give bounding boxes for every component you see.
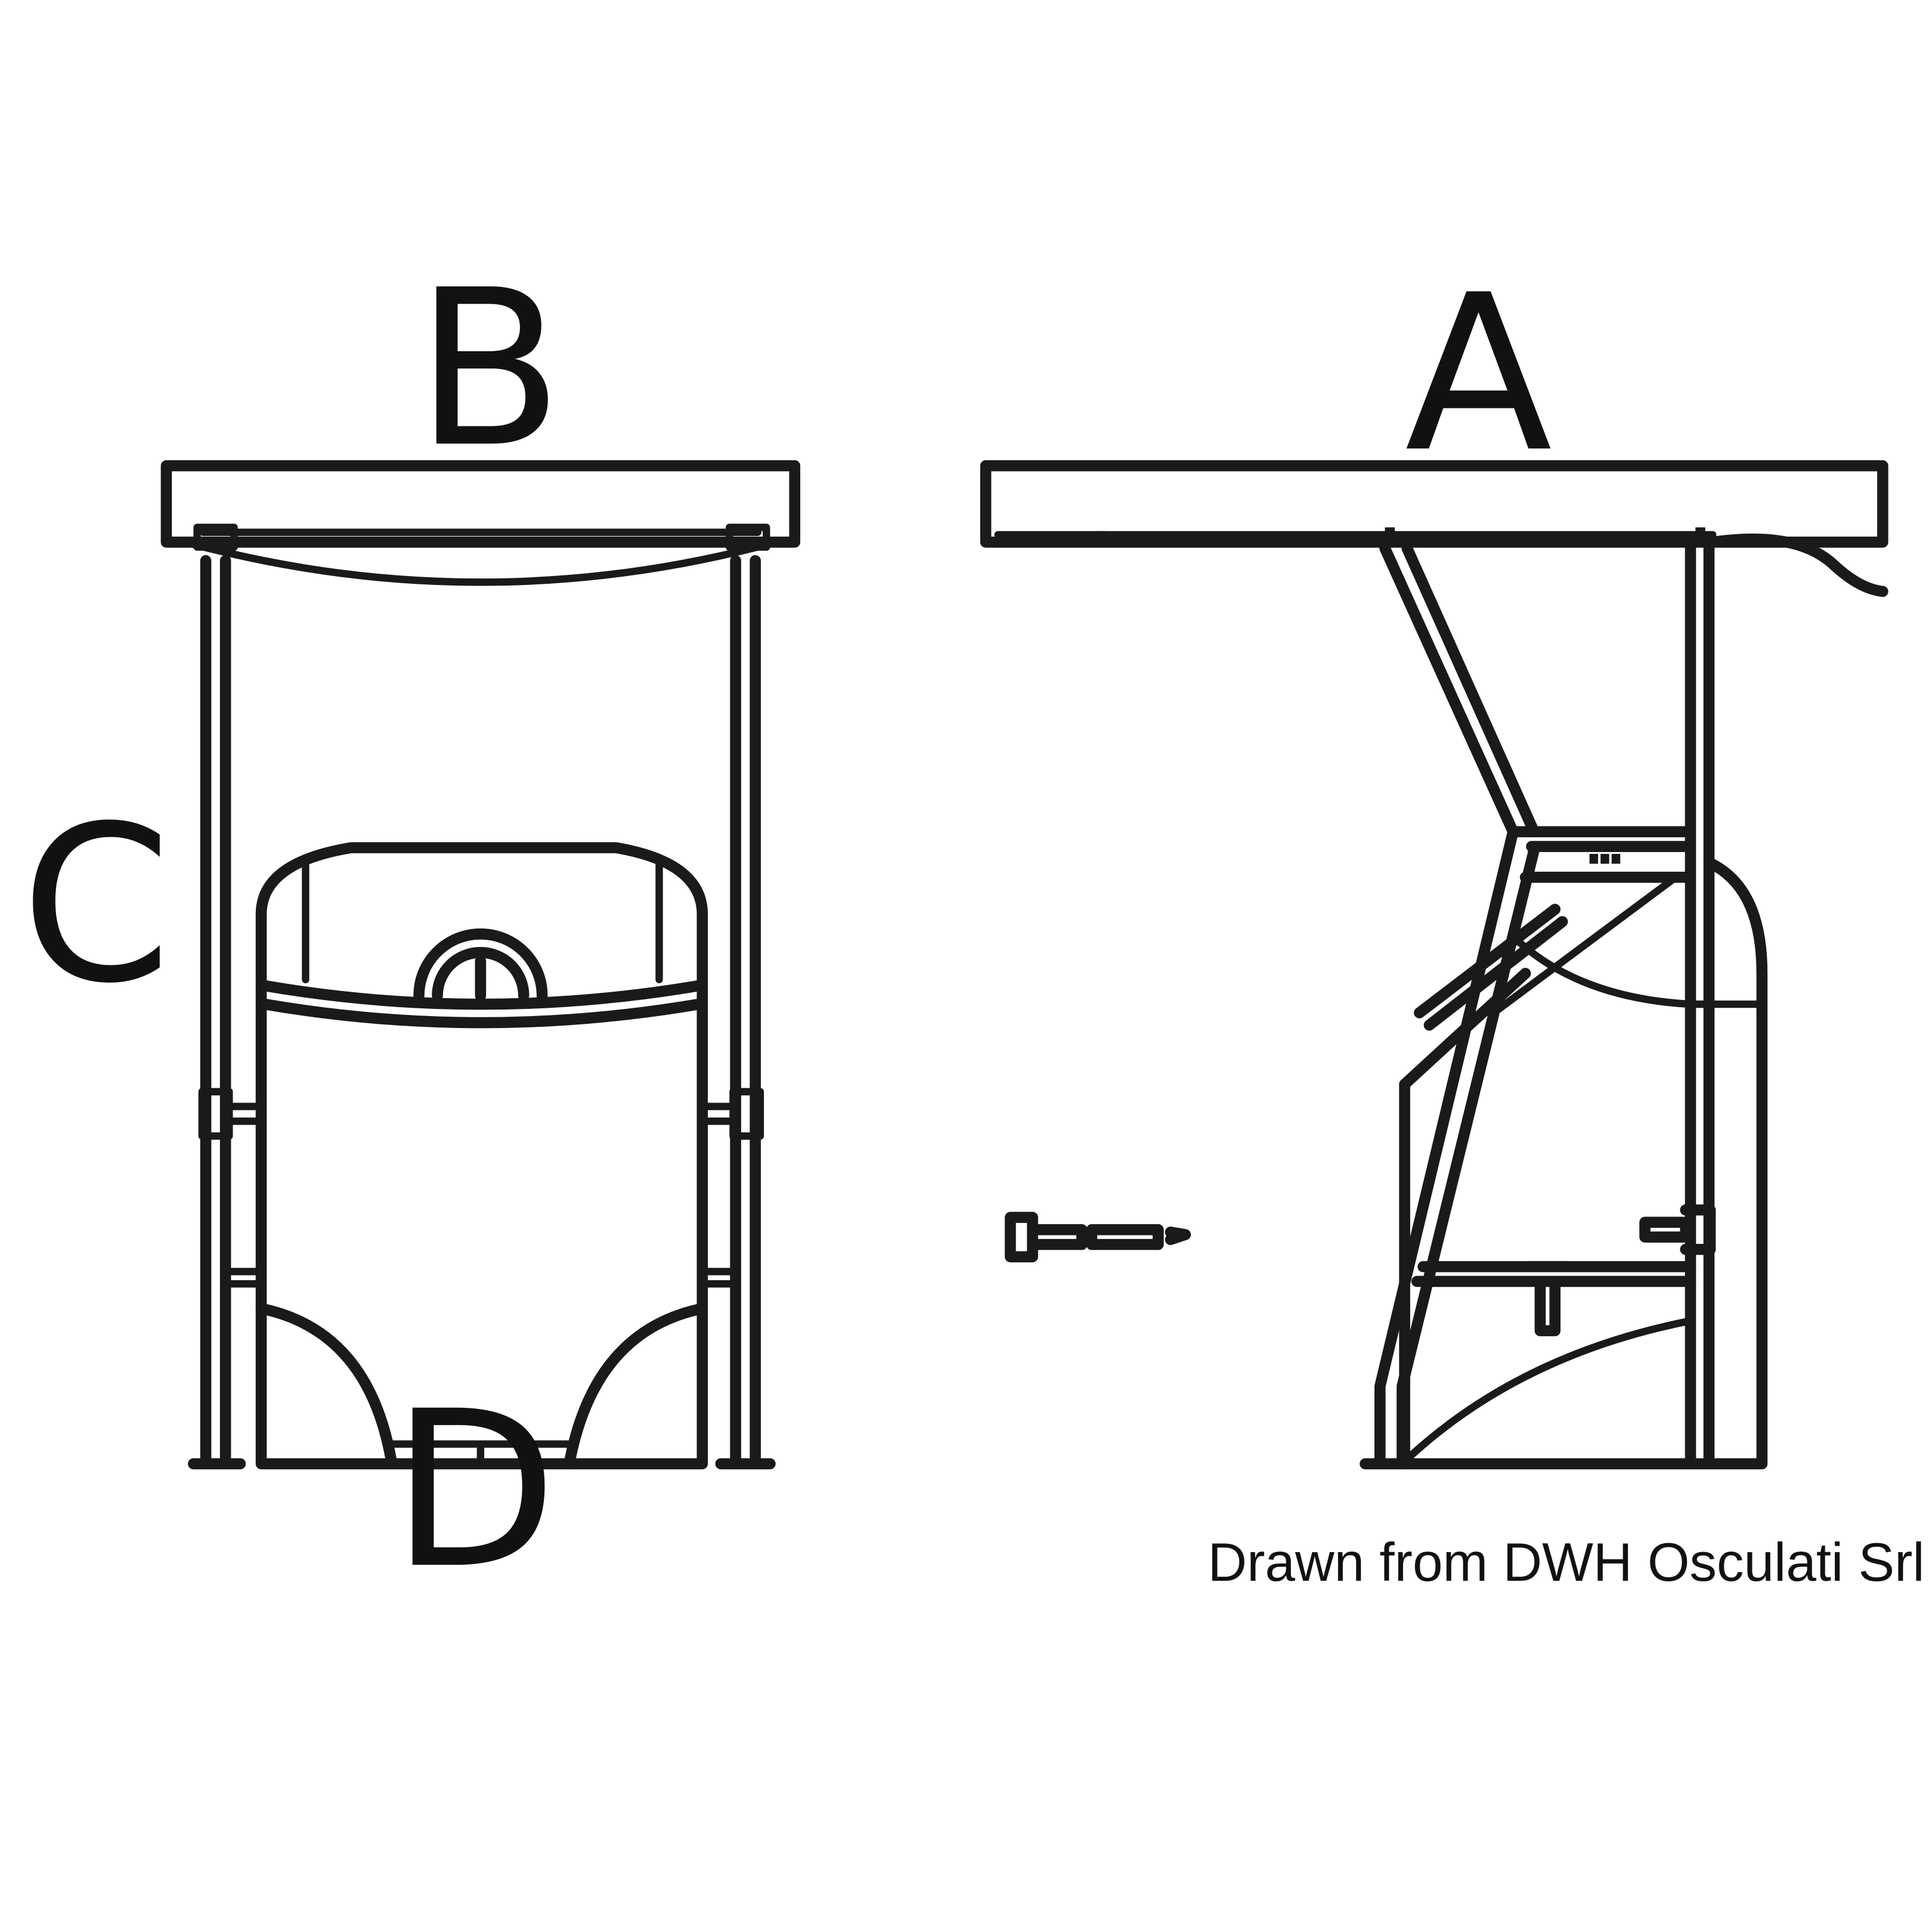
side-switch-1: [1589, 853, 1599, 864]
front-console-base-step: [388, 1440, 573, 1467]
side-switch-2: [1600, 853, 1609, 864]
dimension-label-c: C: [21, 780, 171, 1031]
front-steering-wheel-icon: [413, 928, 548, 1001]
side-grab-rail: [1414, 903, 1568, 1031]
dimension-label-a: A: [1405, 249, 1553, 500]
front-strut-left-lower: [221, 1268, 265, 1288]
front-tube-left: [200, 555, 231, 1470]
front-console: [255, 842, 708, 1470]
side-front-strut: [1379, 543, 1540, 838]
side-console-base-curve: [1398, 1317, 1695, 1467]
front-view: [160, 460, 801, 1470]
front-tube-right: [730, 555, 761, 1470]
front-canopy-clamp-right: [726, 524, 770, 551]
side-console-curve: [1509, 933, 1763, 1008]
side-switch-3: [1611, 853, 1621, 864]
side-t-fitting-center: [1522, 1261, 1573, 1336]
side-canopy-clip-2: [1385, 527, 1395, 543]
dimension-label-b: B: [415, 244, 563, 495]
front-canopy-clamp-left: [193, 524, 238, 551]
front-console-rail: [259, 980, 704, 1029]
side-bolt-detail: [1005, 1212, 1191, 1262]
credit-text: Drawn from DWH Osculati Srl: [1208, 1532, 1924, 1593]
front-clamp-right-upper: [729, 1088, 764, 1140]
side-view: [980, 460, 1888, 1470]
front-canopy: [160, 460, 801, 548]
front-canopy-frame-bow: [181, 538, 780, 586]
front-console-panel-lines: [302, 859, 663, 983]
side-console-outline: [1399, 857, 1768, 1470]
side-canopy: [980, 460, 1888, 548]
side-top-crossbar: [1507, 826, 1696, 852]
side-console-windshield: [1493, 874, 1680, 1014]
dimension-label-d: D: [391, 1365, 557, 1616]
side-canopy-clip-3: [1695, 527, 1705, 543]
side-canopy-tail: [1707, 533, 1888, 597]
side-t-fitting-rear: [1639, 1204, 1716, 1255]
front-console-base-cutouts: [255, 1303, 708, 1470]
front-clamp-left-upper: [198, 1088, 233, 1140]
side-canopy-clip-1: [1097, 531, 1107, 544]
